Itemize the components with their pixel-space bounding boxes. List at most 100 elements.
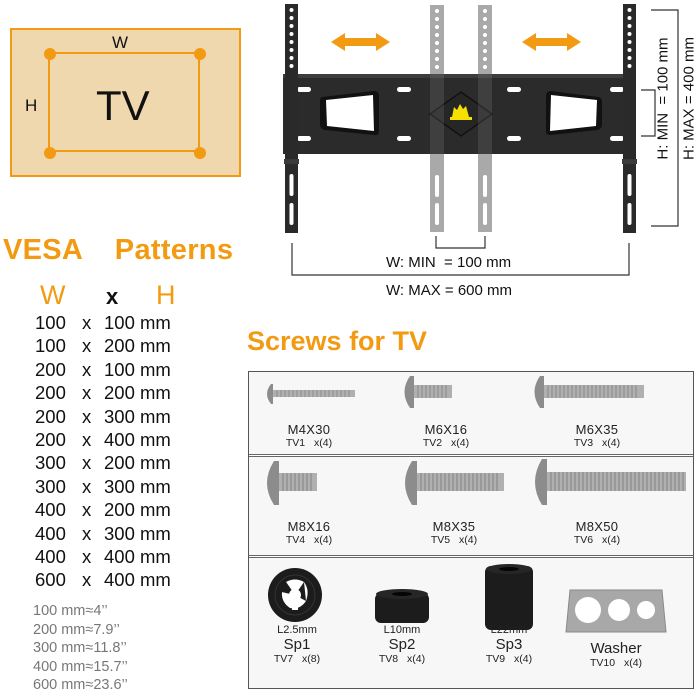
outer-bracket-left <box>284 4 299 233</box>
spacer-qty: x(4) <box>514 653 533 665</box>
vesa-width: 400 <box>35 522 66 544</box>
vesa-times: x <box>82 452 92 474</box>
screw-qty: x(4) <box>314 534 333 546</box>
vesa-width: 300 <box>35 475 66 497</box>
brand-logo <box>450 104 472 120</box>
screw-qty: x(4) <box>451 437 470 449</box>
mount-hole-dot <box>194 48 206 60</box>
tv-width-label: W <box>112 33 129 52</box>
screw-code-qty: TV5 x(4) <box>404 534 504 546</box>
vesa-times: x <box>82 499 92 521</box>
vesa-times: x <box>82 545 92 567</box>
screw-code: TV6 <box>573 534 594 546</box>
spacer-length: L2.5mm <box>277 624 317 636</box>
washer-image <box>565 589 667 633</box>
vesa-hole-rectangle <box>48 52 200 152</box>
spacer-name: Sp1 <box>283 636 311 653</box>
vesa-row: 600 x 400 mm <box>35 569 171 592</box>
screw-name: M8X50 <box>575 519 619 534</box>
screw-m8x16-image <box>267 461 317 505</box>
vesa-title: VESA Patterns <box>3 234 234 266</box>
vesa-times: x <box>82 428 92 450</box>
vesa-height: 100 mm <box>104 312 171 333</box>
washer-qty: x(4) <box>623 657 643 669</box>
row-divider <box>249 555 693 558</box>
vesa-height: 400 mm <box>104 545 171 567</box>
spacer-name: Sp3 <box>495 636 523 653</box>
washer-code: TV10 <box>589 657 616 669</box>
conversion-item: 200 mm≈7.9’’ <box>33 621 120 638</box>
screw-code-qty: TV3 x(4) <box>547 437 647 449</box>
vesa-height: 300 mm <box>104 522 171 544</box>
vesa-height: 200 mm <box>104 335 171 357</box>
conversion-item: 400 mm≈15.7’’ <box>33 658 128 675</box>
vesa-width: 100 <box>35 312 66 333</box>
vesa-width: 600 <box>35 569 66 591</box>
vesa-width: 400 <box>35 545 66 567</box>
vesa-height: 400 mm <box>104 569 171 591</box>
screw-qty: x(4) <box>314 437 333 449</box>
tv-label: TV <box>96 82 150 129</box>
screw-row: M4X30 TV1 x(4) M6X16 TV2 x(4) M6X35 TV3 … <box>249 372 693 455</box>
mount-hole-dot <box>44 48 56 60</box>
conversion-item: 300 mm≈11.8’’ <box>33 640 127 657</box>
w-max-bracket <box>291 243 630 276</box>
h-min-bracket <box>641 89 656 137</box>
screw-name: M6X35 <box>575 422 619 437</box>
conversion-item: 600 mm≈23.6’’ <box>33 677 128 694</box>
tv-height-label: H <box>25 96 38 115</box>
spacer-length: L22mm <box>490 624 528 636</box>
mount-hole-dot <box>44 147 56 159</box>
double-arrow-icon <box>522 33 581 51</box>
vesa-width: 200 <box>35 382 66 404</box>
screw-name: M8X35 <box>432 519 476 534</box>
vesa-header-h: H <box>156 280 176 310</box>
wall-mount-diagram <box>283 4 679 276</box>
row-divider <box>249 454 693 457</box>
screw-qty: x(4) <box>459 534 478 546</box>
spacer-sp1-image <box>268 568 322 622</box>
vesa-height: 200 mm <box>104 499 171 521</box>
screw-qty: x(4) <box>602 437 621 449</box>
screw-m8x50-image <box>535 459 686 505</box>
vesa-times: x <box>82 405 92 427</box>
mount-hole-dot <box>194 147 206 159</box>
screw-name: M6X16 <box>424 422 468 437</box>
vesa-times: x <box>82 358 92 380</box>
screw-m6x35-image <box>534 376 644 408</box>
h-max-bracket <box>651 9 679 227</box>
screw-table: M4X30 TV1 x(4) M6X16 TV2 x(4) M6X35 TV3 … <box>248 371 694 689</box>
screw-code: TV4 <box>285 534 306 546</box>
vesa-times: x <box>82 335 92 357</box>
spacer-qty: x(8) <box>302 653 321 665</box>
vesa-header-w: W <box>40 280 66 310</box>
h-max-label: H: MAX = 400 mm <box>680 37 698 160</box>
screw-code-qty: TV6 x(4) <box>547 534 647 546</box>
vesa-header-x: x <box>106 284 119 309</box>
spacer-code: TV7 <box>273 653 294 665</box>
vesa-height: 200 mm <box>104 452 171 474</box>
screw-m8x35-image <box>405 461 504 505</box>
spacer-code: TV9 <box>485 653 506 665</box>
spacer-code-qty: TV7 x(8) <box>257 653 337 665</box>
screw-code: TV1 <box>285 437 306 449</box>
screw-row: M8X16 TV4 x(4) M8X35 TV5 x(4) M8X50 TV6 … <box>249 457 693 555</box>
vesa-times: x <box>82 569 92 591</box>
screw-code: TV3 <box>573 437 594 449</box>
w-min-bracket <box>435 236 486 249</box>
vesa-height: 300 mm <box>104 475 171 497</box>
screw-name: M8X16 <box>287 519 331 534</box>
screws-title: Screws for TV <box>247 326 428 356</box>
vesa-height: 300 mm <box>104 405 171 427</box>
w-max-label: W: MAX = 600 mm <box>386 282 513 299</box>
screw-code-qty: TV4 x(4) <box>259 534 359 546</box>
spacer-sp3-image <box>485 564 533 630</box>
